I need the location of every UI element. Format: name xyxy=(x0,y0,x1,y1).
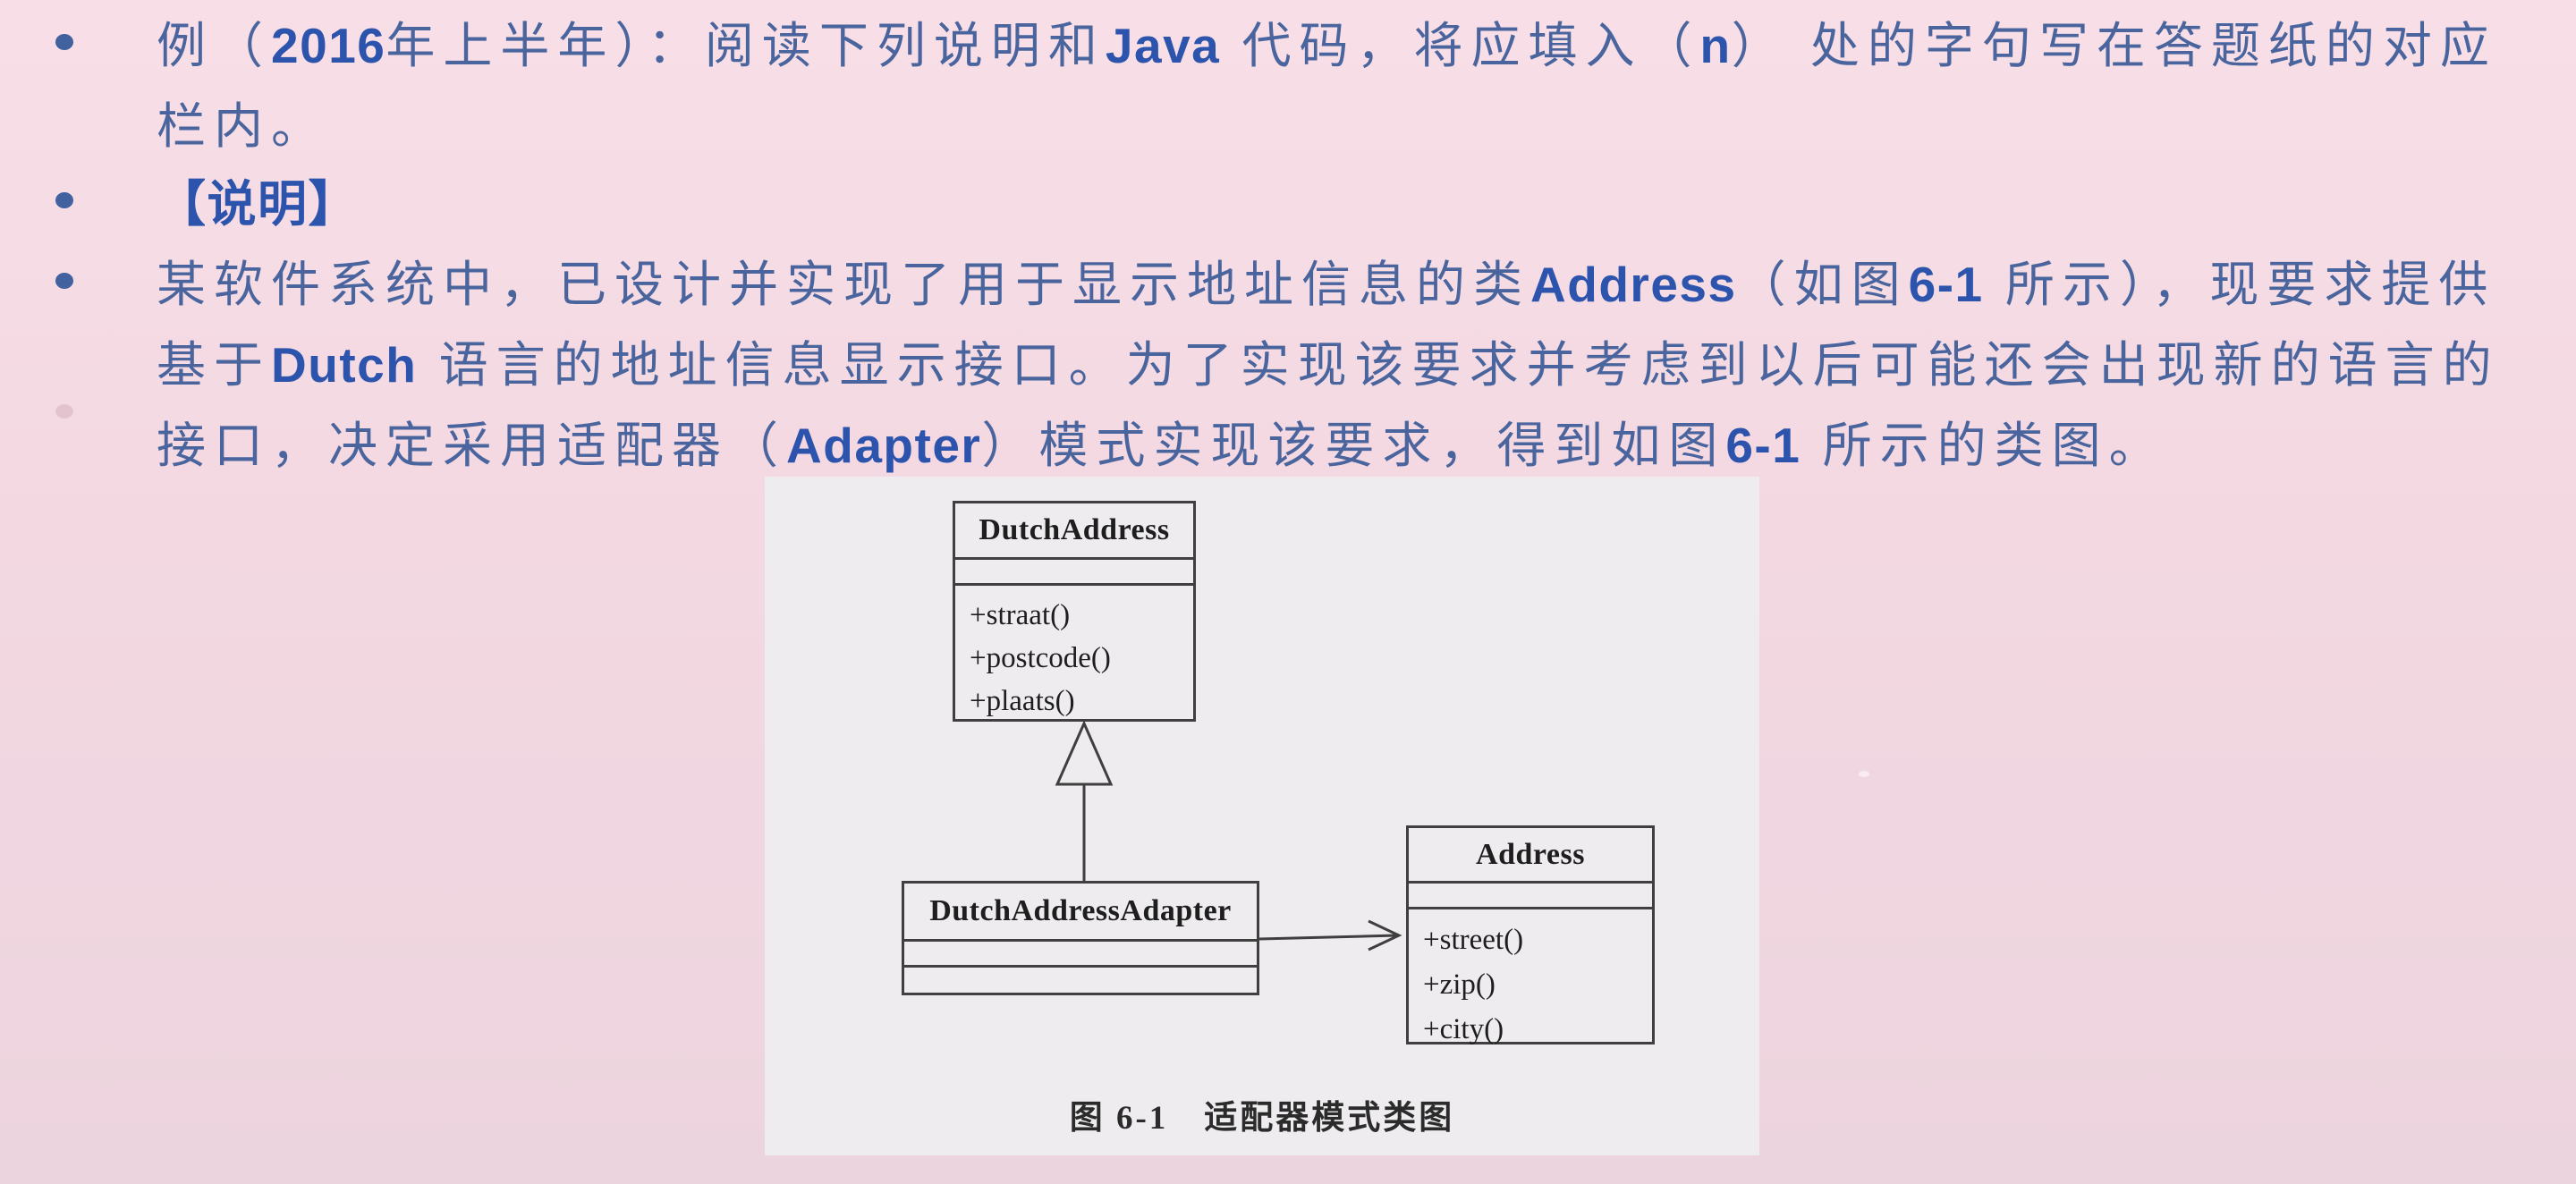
association-arrowhead-icon xyxy=(1368,919,1402,951)
bullet-item-3: 某软件系统中，已设计并实现了用于显示地址信息的类Address（如图6-1 所示… xyxy=(0,244,2576,486)
association-line xyxy=(1258,934,1398,941)
text-line: 某软件系统中，已设计并实现了用于显示地址信息的类Address（如图6-1 所示… xyxy=(157,257,2496,312)
text-line: 接口，决定采用适配器（Adapter）模式实现该要求，得到如图6-1 所示的类图… xyxy=(157,418,2166,473)
class-attributes-compartment xyxy=(1409,884,1652,909)
class-attributes-compartment xyxy=(955,560,1193,586)
class-method: +street() xyxy=(1423,924,1524,956)
text-line: 基于Dutch 语言的地址信息显示接口。为了实现该要求并考虑到以后可能还会出现新… xyxy=(157,337,2500,393)
bullet-icon xyxy=(55,34,73,50)
class-methods-compartment: +straat() +postcode() +plaats() xyxy=(955,586,1193,723)
class-box-address: Address +street() +zip() +city() xyxy=(1406,825,1655,1045)
text-line: 【说明】 xyxy=(157,176,360,232)
bullet-item-2: 【说明】 xyxy=(0,164,2576,244)
uml-connectors xyxy=(1055,720,1402,951)
text-line: 例（2016年上半年）：阅读下列说明和Java 代码，将应填入（n） 处的字句写… xyxy=(157,18,2497,73)
bullet-item-1: 例（2016年上半年）：阅读下列说明和Java 代码，将应填入（n） 处的字句写… xyxy=(0,5,2576,166)
class-attributes-compartment xyxy=(904,942,1257,968)
generalization-triangle-icon xyxy=(1055,720,1114,786)
class-methods-compartment: +street() +zip() +city() xyxy=(1409,909,1652,1052)
class-name: Address xyxy=(1409,828,1652,884)
class-method: +plaats() xyxy=(970,685,1075,717)
class-method: +zip() xyxy=(1423,968,1496,1001)
bullet-icon xyxy=(55,192,73,208)
bullet-text: 例（2016年上半年）：阅读下列说明和Java 代码，将应填入（n） 处的字句写… xyxy=(157,5,2576,166)
artifact-speck xyxy=(1859,771,1869,777)
figure-panel: DutchAddress +straat() +postcode() +plaa… xyxy=(765,477,1759,1155)
bullet-text: 某软件系统中，已设计并实现了用于显示地址信息的类Address（如图6-1 所示… xyxy=(157,244,2576,486)
figure-caption: 图 6-1 适配器模式类图 xyxy=(1069,1100,1455,1137)
class-box-dutchaddressadapter: DutchAddressAdapter xyxy=(902,881,1259,995)
class-method: +straat() xyxy=(970,599,1071,631)
text-line: 栏内。 xyxy=(157,98,329,154)
class-name: DutchAddress xyxy=(955,503,1193,560)
bullet-text: 【说明】 xyxy=(157,164,2576,244)
faded-bullet-artifact xyxy=(55,404,73,419)
bullet-icon xyxy=(55,273,73,289)
class-method: +postcode() xyxy=(970,642,1111,674)
class-method: +city() xyxy=(1423,1013,1504,1045)
class-box-dutchaddress: DutchAddress +straat() +postcode() +plaa… xyxy=(953,501,1196,722)
class-name: DutchAddressAdapter xyxy=(904,884,1257,942)
